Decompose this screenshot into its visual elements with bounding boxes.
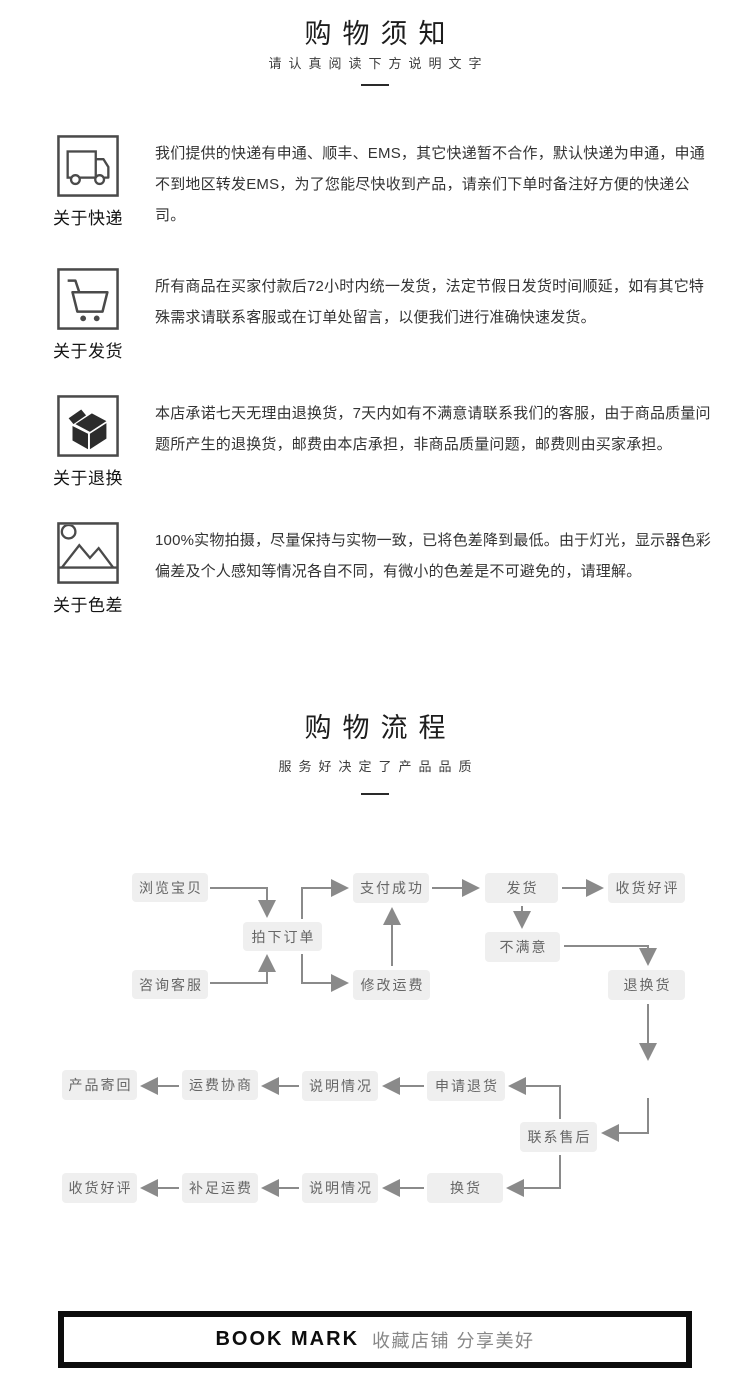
flow-node-send-back: 产品寄回 [62, 1070, 137, 1100]
bookmark-slogan: 收藏店铺 分享美好 [372, 1330, 535, 1351]
notice-section-label: 关于快递 [53, 209, 123, 228]
truck-icon [57, 135, 119, 197]
flow-node-makeup-fee: 补足运费 [182, 1173, 258, 1203]
notice-title: 购物须知 [304, 19, 457, 49]
notice-section-text: 100%实物拍摄，尽量保持与实物一致，已将色差降到最低。由于灯光，显示器色彩偏差… [155, 532, 711, 580]
flow-node-apply-return: 申请退货 [427, 1071, 505, 1101]
notice-section-text: 我们提供的快递有申通、顺丰、EMS，其它快递暂不合作，默认快递为申通，申通不到地… [155, 145, 705, 224]
flow-node-place-order: 拍下订单 [243, 922, 322, 951]
notice-section-color: 关于色差 100%实物拍摄，尽量保持与实物一致，已将色差降到最低。由于灯光，显示… [0, 522, 750, 652]
flow-node-consult: 咨询客服 [132, 970, 208, 999]
notice-section-express: 关于快递 我们提供的快递有申通、顺丰、EMS，其它快递暂不合作，默认快递为申通，… [0, 135, 750, 265]
flow-node-explain-2: 说明情况 [302, 1173, 378, 1203]
flow-node-browse: 浏览宝贝 [132, 873, 208, 902]
notice-divider [361, 84, 389, 86]
flow-node-exchange-goods: 换货 [427, 1173, 503, 1203]
picture-icon [57, 522, 119, 584]
flow-node-receive-praise: 收货好评 [608, 873, 685, 903]
flow-node-unsatisfied: 不满意 [485, 932, 560, 962]
brand-logo-text: BOOK MARK [215, 1328, 360, 1350]
flow-node-explain-1: 说明情况 [302, 1071, 378, 1101]
flow-node-receive-praise-2: 收货好评 [62, 1173, 137, 1203]
flow-node-contact-aftersales: 联系售后 [520, 1122, 597, 1152]
process-divider [361, 793, 389, 795]
bookmark-banner: BOOK MARK 收藏店铺 分享美好 [58, 1311, 692, 1368]
notice-section-label: 关于色差 [53, 596, 123, 615]
notice-section-text: 本店承诺七天无理由退换货，7天内如有不满意请联系我们的客服，由于商品质量问题所产… [155, 405, 711, 453]
flow-node-ship: 发货 [485, 873, 558, 903]
notice-section-returns: 关于退换 本店承诺七天无理由退换货，7天内如有不满意请联系我们的客服，由于商品质… [0, 395, 750, 525]
cart-icon [57, 268, 119, 330]
notice-section-label: 关于退换 [53, 469, 123, 488]
notice-section-label: 关于发货 [53, 342, 123, 361]
notice-section-text: 所有商品在买家付款后72小时内统一发货，法定节假日发货时间顺延，如有其它特殊需求… [155, 278, 705, 326]
flow-node-fee-negotiate: 运费协商 [182, 1070, 258, 1100]
package-icon [57, 395, 119, 457]
notice-subtitle: 请认真阅读下方说明文字 [268, 56, 489, 71]
flow-node-return-exchange: 退换货 [608, 970, 685, 1000]
process-title: 购物流程 [304, 713, 457, 743]
flow-node-pay-success: 支付成功 [353, 873, 429, 903]
flow-node-modify-fee: 修改运费 [353, 970, 430, 1000]
process-subtitle: 服务好决定了产品品质 [278, 759, 479, 774]
notice-section-shipping: 关于发货 所有商品在买家付款后72小时内统一发货，法定节假日发货时间顺延，如有其… [0, 268, 750, 398]
